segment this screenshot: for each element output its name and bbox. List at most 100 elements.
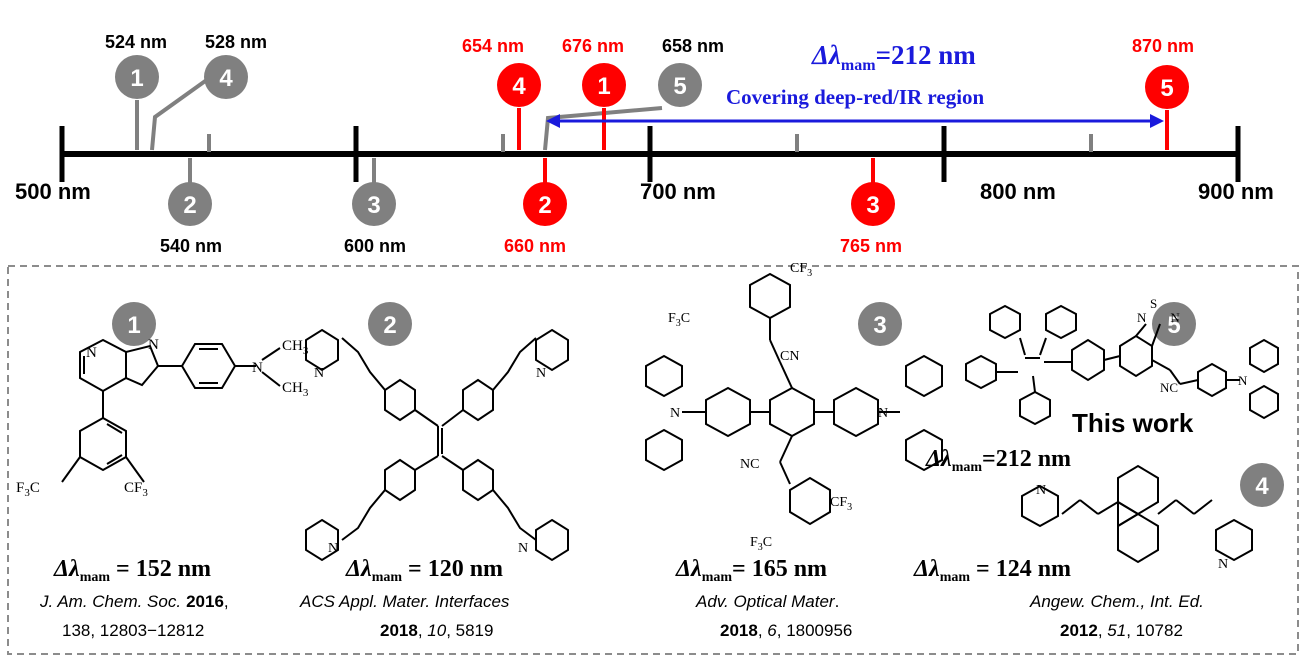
marker-3-gray: 3 bbox=[352, 182, 396, 226]
this-work-label: This work bbox=[1072, 408, 1194, 438]
label-870: 870 nm bbox=[1132, 36, 1194, 56]
range-caption: Covering deep-red/IR region bbox=[726, 85, 985, 109]
minor-ticks bbox=[207, 134, 1093, 152]
label-660: 660 nm bbox=[504, 236, 566, 256]
svg-text:N: N bbox=[670, 406, 680, 421]
marker-2-red: 2 bbox=[523, 182, 567, 226]
compound-2-badge: 2 bbox=[368, 302, 412, 346]
tick-label-800: 800 nm bbox=[980, 179, 1056, 204]
label-524: 524 nm bbox=[105, 32, 167, 52]
svg-text:5: 5 bbox=[1167, 312, 1180, 339]
structure-compound-2: N N N N bbox=[305, 328, 569, 562]
svg-text:3: 3 bbox=[873, 312, 886, 339]
svg-text:1: 1 bbox=[597, 73, 610, 100]
svg-text:3: 3 bbox=[367, 192, 380, 219]
marker-labels: 524 nm 528 nm 540 nm 654 nm 676 nm 658 n… bbox=[105, 32, 1194, 256]
compound-3-badge: 3 bbox=[858, 302, 902, 346]
compound-3-ref-line2: 2018, 6, 1800956 bbox=[720, 621, 852, 640]
svg-text:N: N bbox=[1036, 483, 1046, 498]
marker-5-gray: 5 bbox=[658, 63, 702, 107]
svg-text:NC: NC bbox=[1160, 380, 1178, 395]
marker-1-gray: 1 bbox=[115, 55, 159, 99]
range-arrow-left-head bbox=[546, 114, 560, 128]
panel-badges: 1 2 3 5 4 bbox=[112, 302, 1284, 507]
svg-text:N: N bbox=[252, 360, 263, 376]
svg-text:4: 4 bbox=[1255, 473, 1269, 500]
svg-text:5: 5 bbox=[1160, 75, 1173, 102]
compound-5-delta: Δλmam=212 nm bbox=[925, 446, 1071, 475]
compound-1-ref-line1: J. Am. Chem. Soc.2016, bbox=[39, 592, 229, 611]
compound-2-ref-line1: ACS Appl. Mater. Interfaces bbox=[299, 592, 510, 611]
compound-1-ref-line2: 138, 12803−12812 bbox=[62, 621, 204, 640]
svg-text:N: N bbox=[1218, 557, 1228, 572]
svg-text:N: N bbox=[148, 337, 159, 353]
compound-3-delta: Δλmam= 165 nm bbox=[675, 556, 827, 585]
label-658: 658 nm bbox=[662, 36, 724, 56]
svg-text:2: 2 bbox=[538, 192, 551, 219]
compounds-panel bbox=[7, 265, 1299, 655]
compound-4-delta: Δλmam = 124 nm bbox=[913, 556, 1071, 585]
compound-1-delta: Δλmam = 152 nm bbox=[53, 556, 211, 585]
structure-compound-3: F3C CF3 CN NC N N CF3 F3C bbox=[645, 261, 943, 553]
svg-text:F3C: F3C bbox=[16, 480, 40, 499]
label-528: 528 nm bbox=[205, 32, 267, 52]
label-540: 540 nm bbox=[160, 236, 222, 256]
svg-text:1: 1 bbox=[130, 65, 143, 92]
stem-5-gray bbox=[543, 106, 663, 151]
major-ticks bbox=[59, 126, 1241, 182]
label-765: 765 nm bbox=[840, 236, 902, 256]
label-654: 654 nm bbox=[462, 36, 524, 56]
axis-labels: 500 nm 800 nm 900 nm 700 nm 600 nm bbox=[15, 179, 1274, 256]
compound-1-badge: 1 bbox=[112, 302, 156, 346]
svg-text:CH3: CH3 bbox=[282, 380, 309, 399]
wavelength-axis: 500 nm 800 nm 900 nm 700 nm 600 nm bbox=[15, 126, 1274, 256]
compound-5-badge: 5 bbox=[1152, 302, 1196, 346]
svg-text:5: 5 bbox=[673, 73, 686, 100]
svg-text:1: 1 bbox=[127, 312, 140, 339]
marker-5-red: 5 bbox=[1145, 65, 1189, 109]
tick-label-600: 600 nm bbox=[344, 236, 406, 256]
svg-text:N: N bbox=[328, 541, 338, 556]
svg-text:CF3: CF3 bbox=[830, 495, 852, 513]
compound-4-badge: 4 bbox=[1240, 463, 1284, 507]
svg-text:N: N bbox=[536, 366, 546, 381]
svg-text:N: N bbox=[1238, 373, 1248, 388]
marker-3-red: 3 bbox=[851, 182, 895, 226]
svg-text:N: N bbox=[314, 366, 324, 381]
svg-text:CF3: CF3 bbox=[790, 261, 812, 279]
structure-compound-4: N N bbox=[1021, 464, 1253, 572]
svg-text:N: N bbox=[518, 541, 528, 556]
svg-text:2: 2 bbox=[183, 192, 196, 219]
tick-label-500: 500 nm bbox=[15, 179, 91, 204]
svg-text:NC: NC bbox=[740, 457, 759, 472]
range-delta-label: Δλmam=212 nm bbox=[811, 40, 976, 74]
range-annotation: Δλmam=212 nm Covering deep-red/IR region bbox=[546, 40, 1164, 128]
svg-text:N: N bbox=[878, 406, 888, 421]
svg-text:2: 2 bbox=[383, 312, 396, 339]
marker-1-red: 1 bbox=[582, 63, 626, 107]
range-arrow-right-head bbox=[1150, 114, 1164, 128]
marker-4-red: 4 bbox=[497, 63, 541, 107]
svg-text:F3C: F3C bbox=[750, 535, 772, 553]
svg-text:4: 4 bbox=[512, 73, 526, 100]
compound-4-ref-line1: Angew. Chem., Int. Ed. bbox=[1029, 592, 1204, 611]
svg-text:NN: NN bbox=[1137, 310, 1180, 325]
tick-label-700: 700 nm bbox=[640, 179, 716, 204]
svg-text:CF3: CF3 bbox=[124, 480, 148, 499]
compound-2-delta: Δλmam = 120 nm bbox=[345, 556, 503, 585]
compound-3-ref-line1: Adv. Optical Mater. bbox=[695, 592, 839, 611]
compound-2-ref-line2: 2018, 10, 5819 bbox=[380, 621, 493, 640]
svg-text:S: S bbox=[1150, 296, 1157, 311]
svg-text:CH3: CH3 bbox=[282, 338, 309, 357]
marker-badges: 1 4 2 3 4 1 5 2 bbox=[115, 55, 1189, 226]
stem-4-gray bbox=[150, 72, 217, 151]
svg-text:3: 3 bbox=[866, 192, 879, 219]
svg-text:4: 4 bbox=[219, 65, 233, 92]
compound-4-ref-line2: 2012, 51, 10782 bbox=[1060, 621, 1183, 640]
svg-text:N: N bbox=[86, 345, 97, 361]
marker-4-gray: 4 bbox=[204, 55, 248, 99]
label-676: 676 nm bbox=[562, 36, 624, 56]
marker-2-gray: 2 bbox=[168, 182, 212, 226]
